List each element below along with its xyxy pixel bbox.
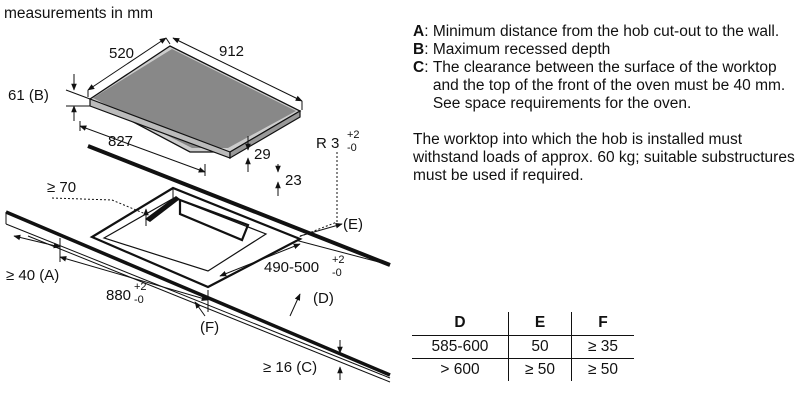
- legend-key: C: [413, 59, 425, 76]
- label-912: 912: [219, 43, 244, 60]
- label-e: (E): [343, 216, 363, 233]
- label-29: 29: [254, 146, 271, 163]
- table-header-row: D E F: [412, 312, 634, 336]
- label-23: 23: [285, 172, 302, 189]
- table-cell: ≥ 50: [571, 358, 634, 381]
- dimension-labels: 520 912 61 (B) 827 29 23 R 3 +2 -0 ≥ 70 …: [6, 43, 363, 376]
- label-r3-sup-minus: -0: [347, 142, 357, 154]
- label-r3-sup-plus: +2: [347, 129, 360, 141]
- label-f: (F): [200, 319, 219, 336]
- legend-text: Maximum recessed depth: [432, 41, 611, 58]
- table-header: F: [571, 312, 634, 336]
- legend-sep: :: [424, 23, 429, 40]
- table-row: 585-600 50 ≥ 35: [412, 335, 634, 359]
- label-520: 520: [109, 45, 134, 62]
- label-d: (D): [313, 290, 334, 307]
- label-490-500: 490-500: [264, 259, 319, 276]
- table-header: E: [508, 312, 572, 336]
- table-header: D: [412, 312, 509, 336]
- legend-sep: :: [424, 41, 429, 58]
- table-cell: 50: [508, 335, 572, 359]
- label-827: 827: [108, 133, 133, 150]
- label-ge16-c: ≥ 16 (C): [263, 359, 317, 376]
- table-cell: > 600: [412, 358, 509, 381]
- legend-sep: :: [424, 59, 429, 76]
- table-cell: ≥ 35: [571, 335, 634, 359]
- dimension-lines: [13, 37, 343, 380]
- legend-text: Minimum distance from the hob cut-out to…: [432, 23, 780, 40]
- table-row: > 600 ≥ 50 ≥ 50: [412, 358, 634, 381]
- legend-item-b: B: Maximum recessed depth: [413, 41, 798, 59]
- legend-key: B: [413, 41, 425, 58]
- measurements-caption: measurements in mm: [4, 5, 154, 22]
- label-r3: R 3: [316, 135, 339, 152]
- table-cell: ≥ 50: [508, 358, 572, 381]
- legend-item-a: A: Minimum distance from the hob cut-out…: [413, 23, 798, 41]
- label-490-sup-minus: -0: [332, 267, 342, 279]
- load-note: The worktop into which the hob is instal…: [413, 131, 795, 184]
- table-cell: 585-600: [412, 335, 509, 359]
- clearance-table: D E F 585-600 50 ≥ 35 > 600 ≥ 50 ≥ 50: [412, 312, 634, 381]
- label-ge70: ≥ 70: [47, 179, 76, 196]
- label-880-sup-plus: +2: [134, 281, 147, 293]
- legend-item-c: C: The clearance between the surface of …: [413, 59, 798, 113]
- label-490-sup-plus: +2: [332, 254, 345, 266]
- label-880: 880: [106, 287, 131, 304]
- legend-text: The clearance between the surface of the…: [432, 59, 786, 112]
- legend: A: Minimum distance from the hob cut-out…: [413, 23, 798, 185]
- legend-key: A: [413, 23, 425, 40]
- label-ge40-a: ≥ 40 (A): [6, 267, 59, 284]
- label-61-b: 61 (B): [8, 87, 49, 104]
- label-880-sup-minus: -0: [134, 294, 144, 306]
